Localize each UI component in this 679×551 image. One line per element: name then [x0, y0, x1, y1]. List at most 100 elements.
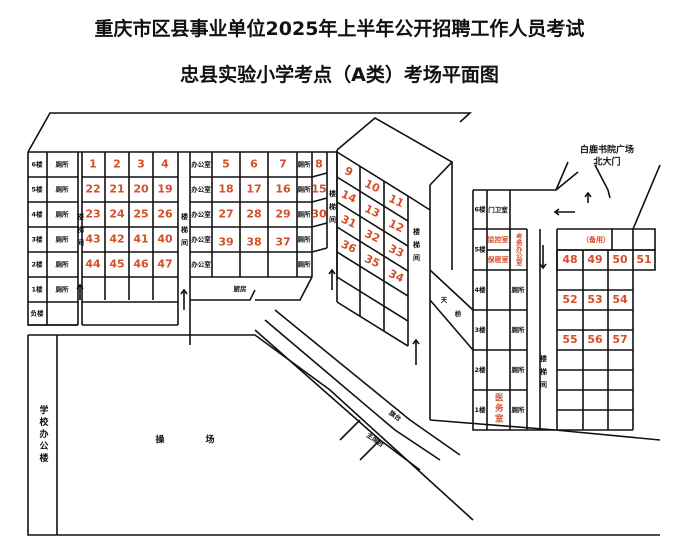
- gate-arrow-icon: [584, 191, 592, 198]
- office-label: 办公室: [191, 185, 211, 194]
- exam-room-37: 37: [275, 236, 290, 249]
- exam-room-53: 53: [587, 293, 602, 306]
- floor-label: 6楼: [474, 205, 486, 214]
- exam-room-11: 11: [387, 192, 406, 210]
- playground-label: 场: [205, 434, 214, 446]
- exam-room-25: 25: [133, 208, 148, 221]
- exam-room-46: 46: [133, 258, 149, 271]
- exam-room-52: 52: [562, 293, 577, 306]
- stairwell-label: 楼梯间: [76, 213, 85, 252]
- wall-line: [336, 251, 409, 297]
- floor-label: 2楼: [474, 365, 486, 374]
- monitor-room-label: 监控室: [488, 235, 509, 244]
- office-label: 办公室: [191, 160, 211, 169]
- wall-line: [311, 222, 328, 228]
- wall-line: [27, 152, 78, 326]
- exam-room-12: 12: [387, 217, 406, 235]
- exam-room-32: 32: [363, 227, 382, 245]
- map-subtitle: 忠县实验小学考点（A类）考场平面图: [180, 64, 499, 86]
- floor-label: 4楼: [31, 210, 43, 219]
- exam-room-5: 5: [222, 158, 230, 171]
- wall-line: [274, 309, 461, 456]
- exam-room-28: 28: [246, 208, 261, 221]
- exam-room-10: 10: [363, 177, 383, 195]
- stair-arrow-icon: [76, 283, 84, 290]
- exam-room-18: 18: [218, 183, 233, 196]
- wall-line: [336, 276, 409, 322]
- stairwell-label: 楼梯间: [412, 228, 421, 267]
- wall-line: [264, 319, 441, 461]
- stair-arrow-icon: [180, 288, 188, 295]
- exam-room-44: 44: [85, 258, 101, 271]
- wall-line: [311, 247, 328, 253]
- wall-line: [359, 439, 381, 461]
- wall-line: [336, 226, 409, 272]
- playground-label: 操: [155, 434, 165, 446]
- exam-room-36: 36: [339, 238, 359, 256]
- wall-line: [27, 335, 660, 536]
- wall-line: [336, 201, 409, 247]
- wall-line: [190, 289, 256, 301]
- wall-line: [407, 195, 431, 211]
- exam-room-40: 40: [157, 233, 173, 246]
- flag-platform-label: 旗台: [387, 408, 403, 423]
- exam-room-16: 16: [275, 183, 291, 196]
- exam-room-48: 48: [562, 253, 577, 266]
- office-label: 办公室: [191, 210, 211, 219]
- stair-arrow-icon: [539, 263, 547, 270]
- toilet-label: 厕所: [56, 235, 70, 244]
- toilet-label: 厕所: [56, 260, 70, 269]
- exam-room-29: 29: [275, 208, 290, 221]
- toilet-label: 厕所: [512, 285, 526, 294]
- roof-line: [336, 117, 454, 186]
- exam-room-43: 43: [85, 233, 100, 246]
- wall-line: [255, 276, 313, 301]
- exam-room-4: 4: [161, 158, 169, 171]
- exam-room-42: 42: [109, 233, 124, 246]
- wall-line: [336, 151, 409, 197]
- toilet-label: 厕所: [56, 160, 70, 169]
- exam-room-3: 3: [137, 158, 145, 171]
- floor-label: 1楼: [474, 405, 486, 414]
- exam-room-26: 26: [157, 208, 173, 221]
- exam-room-8: 8: [315, 158, 323, 171]
- exam-room-15: 15: [311, 183, 326, 196]
- floor-label: 4楼: [474, 285, 486, 294]
- exam-room-47: 47: [157, 258, 172, 271]
- wall-line: [311, 172, 328, 178]
- gate-path: [594, 164, 611, 199]
- exam-room-54: 54: [612, 293, 628, 306]
- stairwell-label: 楼梯间: [539, 355, 548, 394]
- exam-room-9: 9: [342, 164, 354, 179]
- north-gate-label: 北大门: [593, 156, 620, 168]
- exam-office-label: 考务办公室: [514, 233, 523, 266]
- wall-line: [429, 269, 474, 311]
- toilet-label: 厕所: [512, 325, 526, 334]
- school-office-label: 学校办公楼: [37, 405, 48, 465]
- exam-room-51: 51: [636, 253, 651, 266]
- toilet-label: 厕所: [298, 160, 312, 169]
- wall-line: [336, 176, 409, 222]
- exam-room-31: 31: [339, 213, 358, 231]
- kitchen-label: 厨房: [234, 284, 248, 293]
- exam-room-33: 33: [387, 242, 406, 260]
- playground-boundary: [28, 334, 474, 521]
- exam-room-17: 17: [246, 183, 261, 196]
- stair-arrow-icon: [412, 338, 420, 345]
- floor-label: 2楼: [31, 260, 43, 269]
- rostrum-label: 主席台: [365, 430, 387, 449]
- exam-room-14: 14: [339, 188, 359, 206]
- road-line: [555, 171, 579, 191]
- toilet-label: 厕所: [512, 405, 526, 414]
- medical-room-label: 医务室: [493, 393, 504, 425]
- exam-room-7: 7: [279, 158, 287, 171]
- toilet-label: 厕所: [298, 260, 312, 269]
- road-line: [429, 419, 661, 441]
- exam-room-13: 13: [363, 202, 382, 220]
- exam-room-49: 49: [587, 253, 602, 266]
- wall-line: [339, 419, 361, 441]
- office-label: 办公室: [191, 235, 211, 244]
- exam-room-50: 50: [612, 253, 628, 266]
- floor-label: 6楼: [31, 160, 43, 169]
- office-label: 办公室: [191, 260, 211, 269]
